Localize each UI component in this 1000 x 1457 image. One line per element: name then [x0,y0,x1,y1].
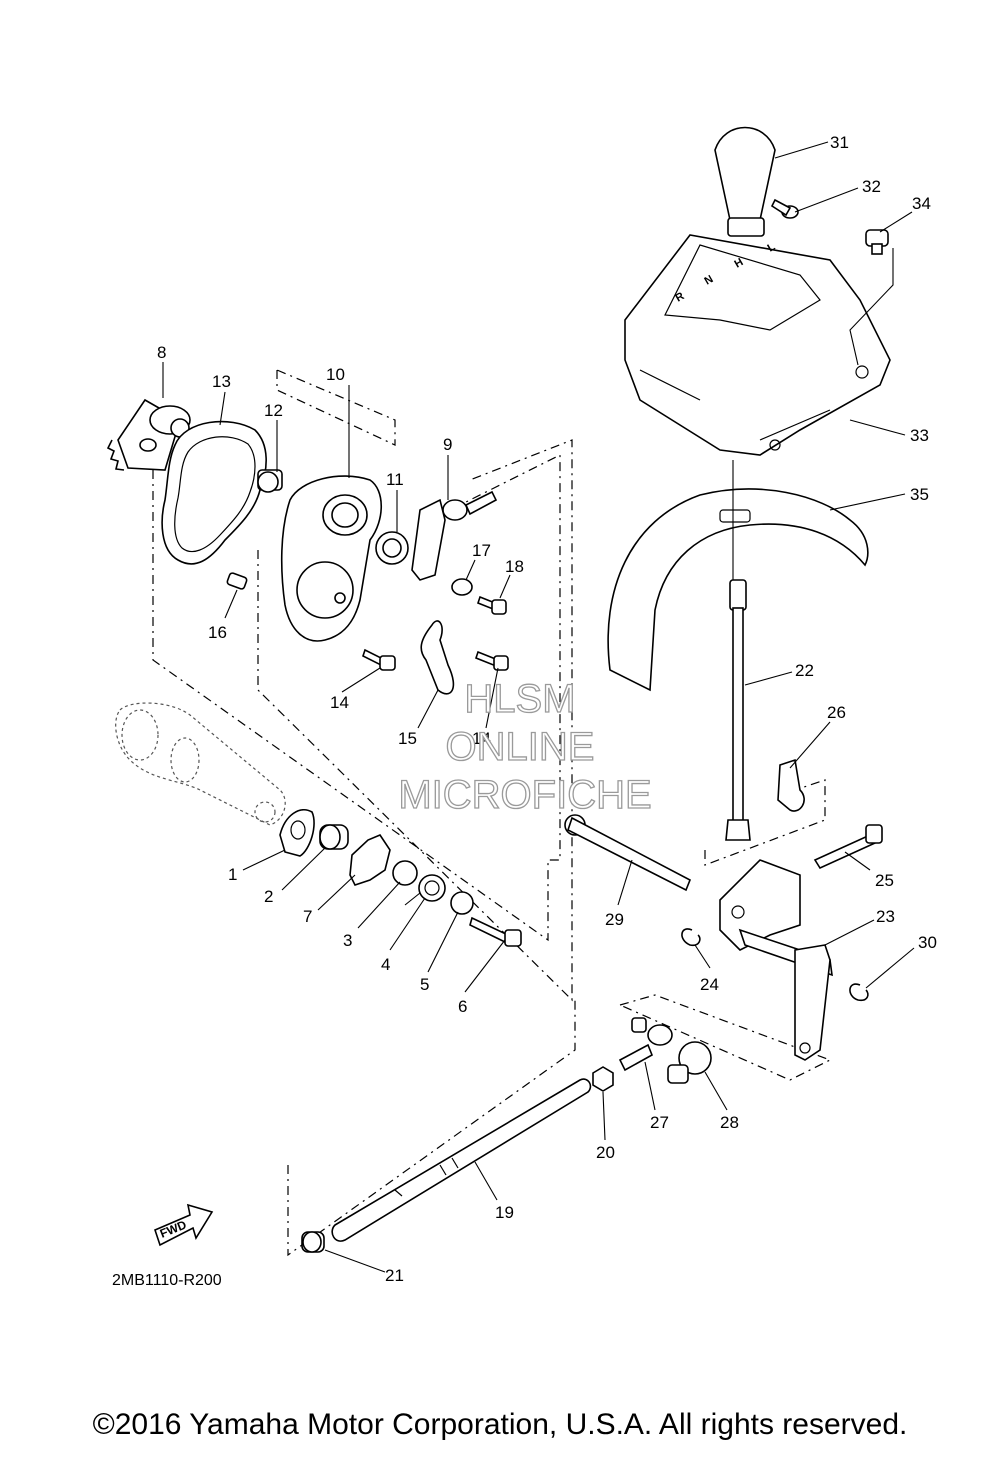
part-5-washer [450,891,474,915]
callout-31: 31 [830,133,849,152]
callout-6: 6 [458,997,467,1016]
watermark-line2: ONLINE [446,725,595,769]
part-27-rod-end [618,1017,673,1072]
assembly-box-center [257,439,573,1002]
assembly-box-cover [276,369,396,446]
part-33-shift-cover [624,234,891,456]
part-7-segment [349,834,391,886]
callout-14b: 14 [472,729,491,748]
part-25-bolt [813,824,883,870]
callout-3: 3 [343,931,352,950]
callout-labels: 1 2 3 4 5 6 7 8 9 10 11 12 13 14 14 15 1… [157,133,937,1285]
callout-27: 27 [650,1113,669,1132]
part-16-dowel [226,572,248,590]
part-18-bolt [477,595,507,615]
watermark-line3: MICROFICHE [398,773,651,817]
callout-32: 32 [862,177,881,196]
callout-12: 12 [264,401,283,420]
assembly-box-shift [704,779,826,866]
callout-23: 23 [876,907,895,926]
part-13-gasket [161,420,267,565]
callout-26: 26 [827,703,846,722]
part-14-bolt-a [362,648,396,671]
part-34-bolt [865,229,889,255]
callout-21: 21 [385,1266,404,1285]
callout-28: 28 [720,1113,739,1132]
part-11-oil-seal [375,531,409,565]
callout-11: 11 [386,470,404,489]
part-6-bolt [469,916,522,947]
assembly-box-lever [619,994,832,1081]
part-20-nut [592,1066,614,1092]
callout-5: 5 [420,975,429,994]
part-26-clip [777,758,805,812]
callout-34: 34 [912,194,931,213]
part-28-joint [667,1041,712,1084]
part-3-washer [392,860,418,886]
part-2-collar [319,824,349,850]
fwd-arrow-icon: FWD [154,1203,214,1247]
part-22-shift-rod [725,579,751,841]
part-21-collar [301,1231,325,1253]
assembly-box-left [152,454,561,942]
shift-drum-ghost [115,702,286,826]
callout-15: 15 [398,729,417,748]
copyright-notice: ©2016 Yamaha Motor Corporation, U.S.A. A… [92,1408,908,1441]
callout-24: 24 [700,975,719,994]
watermark: HLSM ONLINE MICROFICHE [398,676,653,817]
leader-lines [162,141,915,1273]
part-9-lever [411,490,498,581]
callout-10: 10 [326,365,345,384]
callout-25: 25 [875,871,894,890]
part-17-washer [451,578,473,596]
callout-2: 2 [264,887,273,906]
callout-16: 16 [208,623,227,642]
callout-14a: 14 [330,693,349,712]
part-31-knob [714,126,776,237]
callout-18: 18 [505,557,524,576]
part-24-e-clip [681,928,701,947]
assembly-box-rod [287,1000,576,1257]
callout-33: 33 [910,426,929,445]
part-4-spring [404,874,446,906]
callout-19: 19 [495,1203,514,1222]
part-1-stopper [279,809,315,857]
part-32-screw [770,198,799,219]
part-15-spring [420,620,455,695]
part-30-e-clip [849,983,869,1002]
part-23-bracket [719,859,833,1061]
callout-4: 4 [381,955,390,974]
part-12-bushing [257,469,283,493]
part-29-shaft [564,814,692,892]
callout-7: 7 [303,907,312,926]
part-35-guard [607,488,869,692]
exploded-view: R N H L [106,126,937,1289]
callout-9: 9 [443,435,452,454]
callout-35: 35 [910,485,929,504]
callout-30: 30 [918,933,937,952]
watermark-line1: HLSM [464,677,575,721]
part-14-bolt-b [475,650,509,671]
callout-29: 29 [605,910,624,929]
callout-22: 22 [795,661,814,680]
callout-1: 1 [228,865,237,884]
part-19-rod [331,1078,592,1242]
part-8-shift-sector [106,398,191,471]
callout-20: 20 [596,1143,615,1162]
callout-17: 17 [472,541,491,560]
callout-13: 13 [212,372,231,391]
callout-8: 8 [157,343,166,362]
diagram-code: 2MB1110-R200 [112,1272,222,1289]
